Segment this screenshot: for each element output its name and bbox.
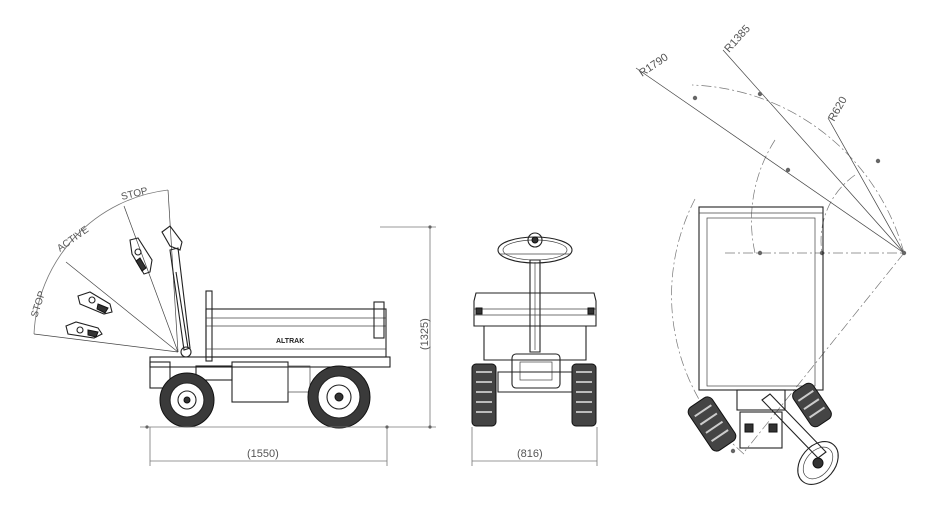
rear-view: (816) <box>471 232 598 466</box>
handle-grip-middle <box>77 291 113 315</box>
top-bed <box>698 206 824 391</box>
handle-grip-lower <box>65 321 103 339</box>
handle-active-label: ACTIVE <box>55 224 91 254</box>
length-dimension-label: (1550) <box>247 448 279 460</box>
width-dimension-label: (816) <box>517 448 543 460</box>
height-dimension-label: (1325) <box>419 318 431 350</box>
side-view: STOP ACTIVE STOP <box>29 186 436 466</box>
top-left-wheel <box>687 396 737 452</box>
front-wheel <box>159 372 215 428</box>
top-steering-arm <box>761 393 839 485</box>
height-dimension: (1325) <box>380 225 436 429</box>
handle-stop-label-lower: STOP <box>29 289 48 318</box>
width-dimension: (816) <box>471 427 598 466</box>
rear-bed <box>473 292 597 327</box>
left-rear-wheel <box>471 363 497 427</box>
right-rear-wheel <box>571 363 597 427</box>
rear-wheel <box>307 365 371 429</box>
chassis <box>149 356 391 403</box>
handle-swing-arc <box>33 189 169 335</box>
turning-radius-middle <box>751 139 776 254</box>
steering-column <box>529 259 541 353</box>
top-frame <box>736 389 786 449</box>
length-dimension: (1550) <box>140 425 390 466</box>
brand-label: ALTRAK <box>276 338 304 345</box>
steering-wheel <box>497 232 573 264</box>
top-right-wheel <box>792 382 832 428</box>
turning-radius-outer <box>691 84 905 254</box>
radius-outer-label: R1790 <box>637 51 671 79</box>
top-view: R1790 R1385 R620 <box>635 23 907 485</box>
dump-bed: ALTRAK <box>205 290 387 362</box>
radius-inner-label: R620 <box>826 95 850 124</box>
turning-radius-inner <box>820 174 856 254</box>
upright-handle <box>161 225 192 358</box>
handle-grip-upper <box>129 237 153 275</box>
radius-middle-label: R1385 <box>722 23 753 55</box>
handle-stop-label-upper: STOP <box>120 186 149 203</box>
